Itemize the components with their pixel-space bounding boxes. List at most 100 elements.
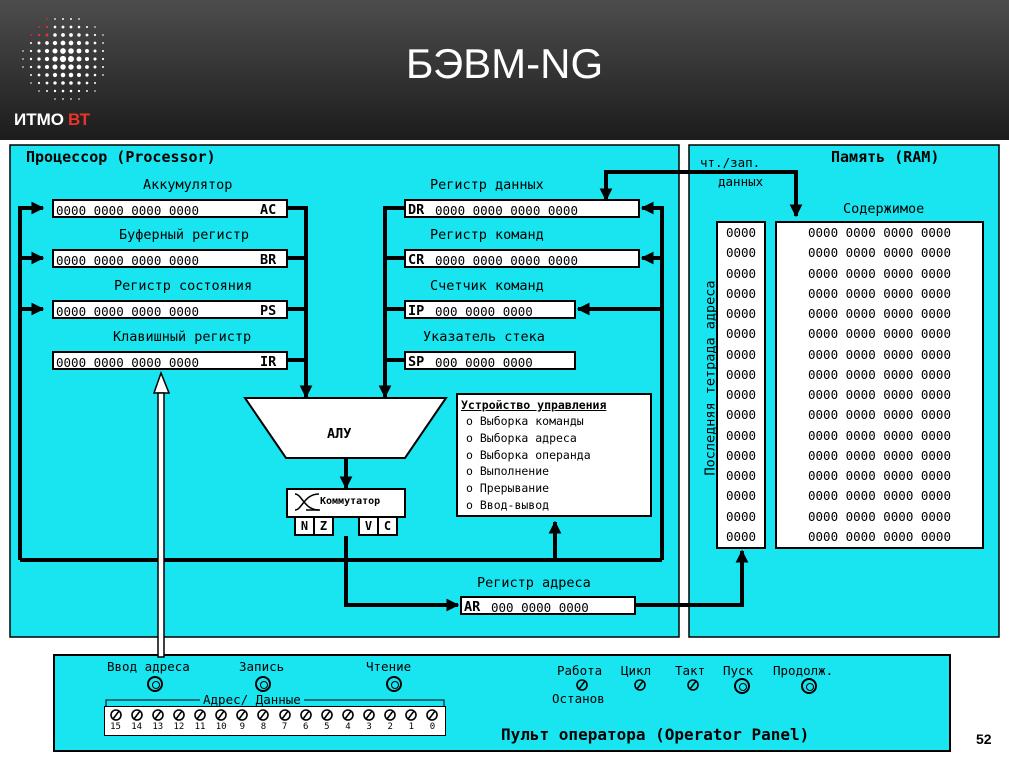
address-register-title: Регистр адреса [477,575,591,591]
address-input-button[interactable] [147,676,163,692]
memory-address-cell: 0000 [725,306,757,321]
memory-address-cell: 0000 [725,245,757,261]
memory-cell: 0000 0000 0000 0000 [808,468,951,483]
bit-switch-icon[interactable] [214,708,228,722]
bit-switch-icon[interactable] [109,708,123,722]
logo-dot [76,64,82,70]
bit-switch-icon[interactable] [404,708,418,722]
logo-dot [76,56,82,62]
tact-label: Такт [675,663,706,678]
read-button[interactable] [386,676,402,692]
bit-switch-icon[interactable] [172,708,186,722]
stage-item: o Прерывание [466,481,550,496]
flag-v: V [360,518,379,534]
cycle-toggle-icon[interactable] [633,678,647,692]
stack-pointer-title: Указатель стека [423,329,545,345]
logo-dot [38,90,40,92]
slide-title: БЭВМ-NG [405,40,604,87]
memory-cell: 0000 0000 0000 0000 [808,346,951,362]
bit-number: 15 [110,722,121,732]
logo-dot [101,57,105,61]
keyboard-register-title: Клавишный регистр [113,329,252,345]
bit-switch-icon[interactable] [256,708,270,722]
logo-dot [93,73,97,77]
instruction-pointer-title: Счетчик команд [430,278,544,294]
bit-switch-icon[interactable] [320,708,334,722]
itmo-logo [22,18,105,100]
memory-cell: 0000 0000 0000 0000 [808,306,951,321]
logo-dot [93,49,97,53]
logo-dot [61,25,65,29]
write-button[interactable] [255,676,271,692]
bit-switch-icon[interactable] [383,708,397,722]
logo-dot [85,25,89,29]
logo-dot [52,72,58,78]
logo-dot [85,49,89,53]
bit-switch-icon[interactable] [278,708,292,722]
logo-dot [93,81,97,85]
stage-item: o Ввод-вывод [466,497,550,512]
register-name: AC [260,202,277,218]
logo-dot [52,48,58,54]
bit-number: 6 [302,722,309,732]
bit-switch-icon[interactable] [362,708,376,722]
logo-dot [29,65,33,69]
logo-dot [45,73,49,77]
logo-dot [61,81,65,85]
logo-dot [44,48,50,54]
bit-switch-icon[interactable] [299,708,313,722]
register-value: 000 0000 0000 [491,600,589,615]
logo-dot [53,81,57,85]
logo-dot [85,73,89,77]
logo-dot [37,73,41,77]
nz-flags: N Z [294,516,334,536]
stop-indicator-label: Останов [552,691,605,706]
logo-dot [60,64,66,70]
register-value: 0000 0000 0000 0000 [435,203,578,218]
start-button[interactable] [734,678,750,694]
bit-switch-icon[interactable] [235,708,249,722]
memory-cell: 0000 0000 0000 0000 [808,528,951,544]
logo-dot [70,18,72,20]
logo-dot [85,41,89,45]
logo-dot [46,18,48,20]
memory-cell: 0000 0000 0000 0000 [808,366,951,382]
accumulator-title: Аккумулятор [143,177,233,193]
bit-switch-icon[interactable] [425,708,439,722]
flag-n: N [296,518,315,534]
logo-dot [53,33,57,37]
run-stop-toggle-icon[interactable] [575,678,589,692]
read-label: Чтение [366,659,412,674]
logo-dot [60,40,66,46]
logo-dot [68,40,74,46]
logo-dot [101,49,105,53]
memory-address-cell: 0000 [725,265,757,281]
bit-number: 7 [281,722,288,732]
status-register-title: Регистр состояния [114,278,253,294]
logo-dot [68,56,74,62]
register-name: SP [408,354,425,370]
logo-dot [85,81,89,85]
bit-switch-icon[interactable] [193,708,207,722]
memory-address-cell: 0000 [725,528,757,544]
bit-switch-icon[interactable] [130,708,144,722]
stage-item: o Выборка операнда [466,447,591,462]
tact-toggle-icon[interactable] [686,678,700,692]
bit-number: 0 [429,722,436,732]
logo-dot [93,41,97,45]
bit-switch-icon[interactable] [151,708,165,722]
bit-switch-icon[interactable] [341,708,355,722]
flag-z: Z [319,519,328,533]
continue-button[interactable] [801,678,817,694]
bit-number: 8 [260,722,267,732]
memory-address-cell: 0000 [725,326,757,342]
logo-dot [22,66,24,68]
logo-dot [30,82,32,84]
logo-dot [22,58,24,60]
